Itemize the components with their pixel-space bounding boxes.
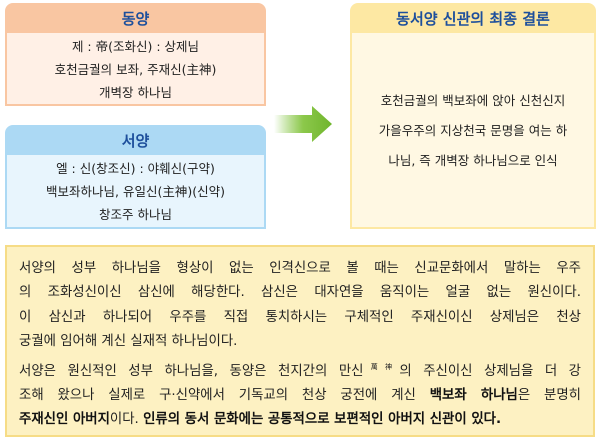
- west-line: 창조주 하나님: [99, 207, 172, 222]
- conclusion-line: 가을우주의 지상천국 문명을 여는 하: [378, 123, 568, 138]
- summary-text: 서양은 원신적인 성부 하나님을, 동양은 천지간의 만신: [19, 363, 364, 379]
- conclusion-line: 호천금궐의 백보좌에 앉아 신천신지: [380, 93, 566, 108]
- conclusion-title: 동서양 신관의 최종 결론: [350, 3, 596, 33]
- summary-text: 은 분명히: [517, 388, 581, 404]
- summary-text: 조해 왔으나 실제로 구·신약에서 기독교의 천상 궁전에 계신: [19, 388, 430, 404]
- west-title: 서양: [5, 125, 266, 155]
- west-line: 엘 : 신(창조신) : 야훼신(구약): [56, 161, 215, 176]
- summary-hanja: 萬神: [363, 362, 400, 371]
- summary-line: 서양은 원신적인 성부 하나님을, 동양은 천지간의 만신萬神의 주신이신 상제…: [19, 355, 581, 384]
- east-line: 호천금궐의 보좌, 주재신(主神): [54, 62, 217, 77]
- summary-line: 이 삼신과 하나되어 우주를 직접 통치하시는 구체적인 주재신이신 상제님은 …: [19, 309, 581, 325]
- summary-line: 서양의 성부 하나님을 형상이 없는 인격신으로 볼 때는 신교문화에서 말하는…: [19, 261, 581, 276]
- east-title: 동양: [5, 3, 266, 33]
- summary-emphasis: 주재신인 아버지: [19, 412, 110, 428]
- summary-text: 의 주신이신 상제님을 더 강: [399, 363, 581, 379]
- west-line: 백보좌하나님, 유일신(主神)(신약): [46, 184, 225, 199]
- summary-emphasis: 백보좌 하나님: [429, 388, 518, 404]
- conclusion-line: 나님, 즉 개벽장 하나님으로 인식: [388, 153, 558, 168]
- east-line: 개벽장 하나님: [99, 85, 172, 100]
- summary-line: 주재신인 아버지이다. 인류의 동서 문화에는 공통적으로 보편적인 아버지 신…: [19, 408, 581, 432]
- summary-line: 의 조화성신이신 삼신에 해당한다. 삼신은 대자연을 움직이는 얼굴 없는 원…: [19, 285, 581, 301]
- east-line: 제 : 帝(조화신) : 상제님: [71, 39, 200, 54]
- west-box: 서양 엘 : 신(창조신) : 야훼신(구약) 백보좌하나님, 유일신(主神)(…: [5, 125, 266, 229]
- summary-conclusion: 인류의 동서 문화에는 공통적으로 보편적인 아버지 신관이 있다.: [143, 412, 502, 428]
- summary-box: 서양의 성부 하나님을 형상이 없는 인격신으로 볼 때는 신교문화에서 말하는…: [5, 245, 595, 437]
- west-body: 엘 : 신(창조신) : 야훼신(구약) 백보좌하나님, 유일신(主神)(신약)…: [5, 155, 266, 229]
- summary-line: 궁궐에 임어해 계신 실재적 하나님이다.: [19, 334, 238, 350]
- right-arrow-icon: [274, 106, 332, 142]
- summary-line: 조해 왔으나 실제로 구·신약에서 기독교의 천상 궁전에 계신 백보좌 하나님…: [19, 384, 581, 408]
- conclusion-body: 호천금궐의 백보좌에 앉아 신천신지 가을우주의 지상천국 문명을 여는 하 나…: [350, 33, 596, 229]
- summary-text: 이다.: [109, 412, 144, 428]
- east-body: 제 : 帝(조화신) : 상제님 호천금궐의 보좌, 주재신(主神) 개벽장 하…: [5, 33, 266, 106]
- east-box: 동양 제 : 帝(조화신) : 상제님 호천금궐의 보좌, 주재신(主神) 개벽…: [5, 3, 266, 106]
- conclusion-box: 동서양 신관의 최종 결론 호천금궐의 백보좌에 앉아 신천신지 가을우주의 지…: [350, 3, 596, 229]
